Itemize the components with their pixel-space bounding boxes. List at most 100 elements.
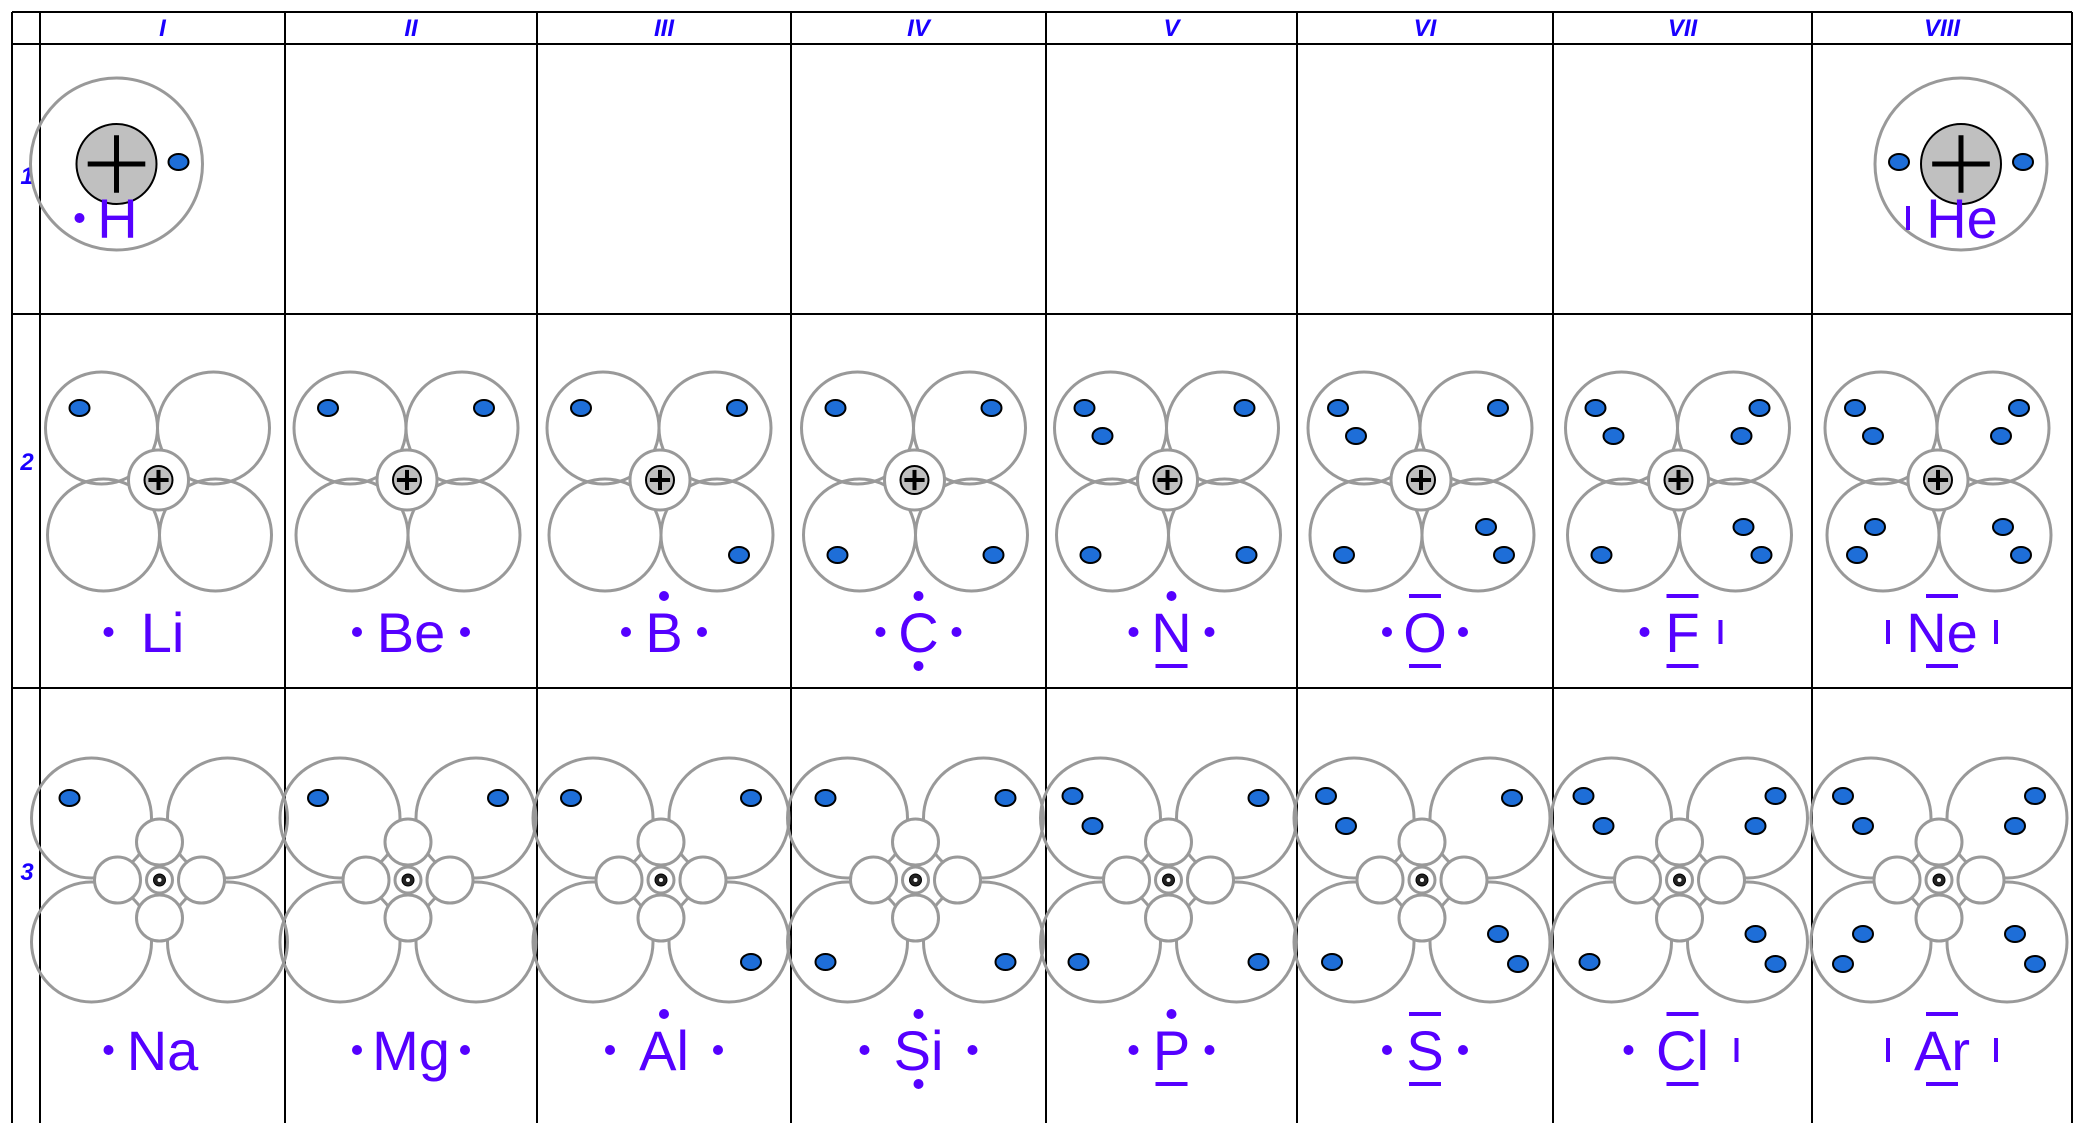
inner-orbital <box>1397 893 1447 943</box>
electron <box>2008 399 2030 417</box>
lewis-dot <box>697 627 707 637</box>
electron <box>740 789 762 807</box>
p-orbital-lobe <box>659 477 775 593</box>
p-orbital-lobe <box>30 756 153 880</box>
inner-orbital <box>341 855 391 905</box>
electron <box>1501 789 1523 807</box>
lewis-dot <box>352 1045 362 1055</box>
electron <box>1315 787 1337 805</box>
p-orbital-lobe <box>278 756 402 880</box>
electron <box>1235 546 1258 564</box>
inner-orbital <box>383 817 433 867</box>
electron <box>1345 427 1367 445</box>
element-cell-n: N <box>1053 370 1282 668</box>
element-cell-he: He <box>1873 76 2049 252</box>
element-cell-li: Li <box>44 370 273 664</box>
lewis-dot <box>103 627 114 637</box>
p-orbital-lobe <box>158 477 273 593</box>
electron <box>1335 817 1357 835</box>
p-orbital-lobe <box>30 880 153 1004</box>
electron <box>1327 399 1349 417</box>
element-symbol: Ar <box>1914 1019 1970 1082</box>
lewis-dot <box>913 1009 924 1019</box>
element-symbol: C <box>898 601 938 664</box>
p-orbital-lobe <box>1686 756 1809 880</box>
inner-orbital <box>1872 855 1922 905</box>
electron <box>994 789 1017 807</box>
group-header: V <box>1163 15 1181 42</box>
p-orbital-lobe <box>1550 756 1673 880</box>
p-orbital-lobe <box>166 880 289 1004</box>
inner-orbital <box>636 893 686 943</box>
lewis-dot <box>352 627 362 637</box>
inner-orbital <box>1102 855 1151 905</box>
inner-orbital <box>1956 855 2006 905</box>
electron <box>1475 518 1497 536</box>
lewis-dot <box>967 1045 978 1055</box>
electron <box>1864 518 1886 536</box>
p-orbital-lobe <box>667 756 791 880</box>
electron <box>982 546 1005 564</box>
electron <box>2012 153 2034 171</box>
inner-orbital <box>1144 817 1193 867</box>
electron <box>68 399 91 417</box>
group-header: VII <box>1668 15 1699 42</box>
lewis-dot <box>621 627 631 637</box>
p-orbital-lobe <box>667 880 791 1004</box>
p-orbital-lobe <box>1935 370 2051 486</box>
1s-orbital <box>29 76 204 252</box>
p-orbital-lobe <box>1686 880 1809 1004</box>
electron <box>1487 399 1509 417</box>
electron <box>1321 953 1343 971</box>
element-cell-o: O <box>1306 370 1536 668</box>
inner-orbital <box>425 855 475 905</box>
inner-orbital <box>1914 893 1964 943</box>
inner-orbital <box>1914 817 1964 867</box>
lewis-dot <box>1204 1045 1215 1055</box>
electron <box>980 399 1003 417</box>
inner-orbital <box>135 817 184 867</box>
inner-orbital <box>1144 893 1193 943</box>
electron <box>1832 787 1854 805</box>
electron <box>994 953 1017 971</box>
p-orbital-lobe <box>1809 756 1933 880</box>
element-symbol: Al <box>639 1019 689 1082</box>
electron <box>1091 427 1114 445</box>
lewis-dot <box>659 1009 669 1019</box>
group-header: II <box>404 15 419 42</box>
p-orbital-lobe <box>1175 756 1298 880</box>
p-orbital-lobe <box>406 477 522 593</box>
p-orbital-lobe <box>1945 756 2069 880</box>
group-header: I <box>159 15 167 42</box>
element-cell-ar: Ar <box>1809 756 2069 1086</box>
1s-orbital <box>1873 76 2049 252</box>
p-orbital-lobe <box>914 477 1029 593</box>
electron <box>1247 953 1270 971</box>
nucleus-center <box>1166 878 1171 882</box>
electron <box>2024 955 2046 973</box>
electron <box>1487 925 1509 943</box>
nucleus-center <box>406 878 410 882</box>
p-orbital-lobe <box>786 880 909 1004</box>
inner-orbital <box>1186 855 1235 905</box>
inner-orbital <box>678 855 728 905</box>
electron <box>473 399 495 417</box>
group-header: VIII <box>1924 15 1961 42</box>
electron <box>1493 546 1515 564</box>
table-grid <box>11 11 2073 1123</box>
electron <box>1572 787 1595 805</box>
p-orbital-lobe <box>404 370 520 486</box>
electron <box>2024 787 2046 805</box>
inner-orbital <box>1355 855 1405 905</box>
inner-orbital <box>891 817 940 867</box>
lewis-dot <box>1166 591 1177 601</box>
p-orbital-lobe <box>657 370 773 486</box>
period-labels: 123 <box>19 163 34 886</box>
element-symbol: Be <box>377 601 446 664</box>
p-orbital-lobe <box>1165 370 1280 486</box>
p-orbital-lobe <box>1039 756 1162 880</box>
electron <box>814 953 837 971</box>
lewis-dot <box>1639 627 1650 637</box>
